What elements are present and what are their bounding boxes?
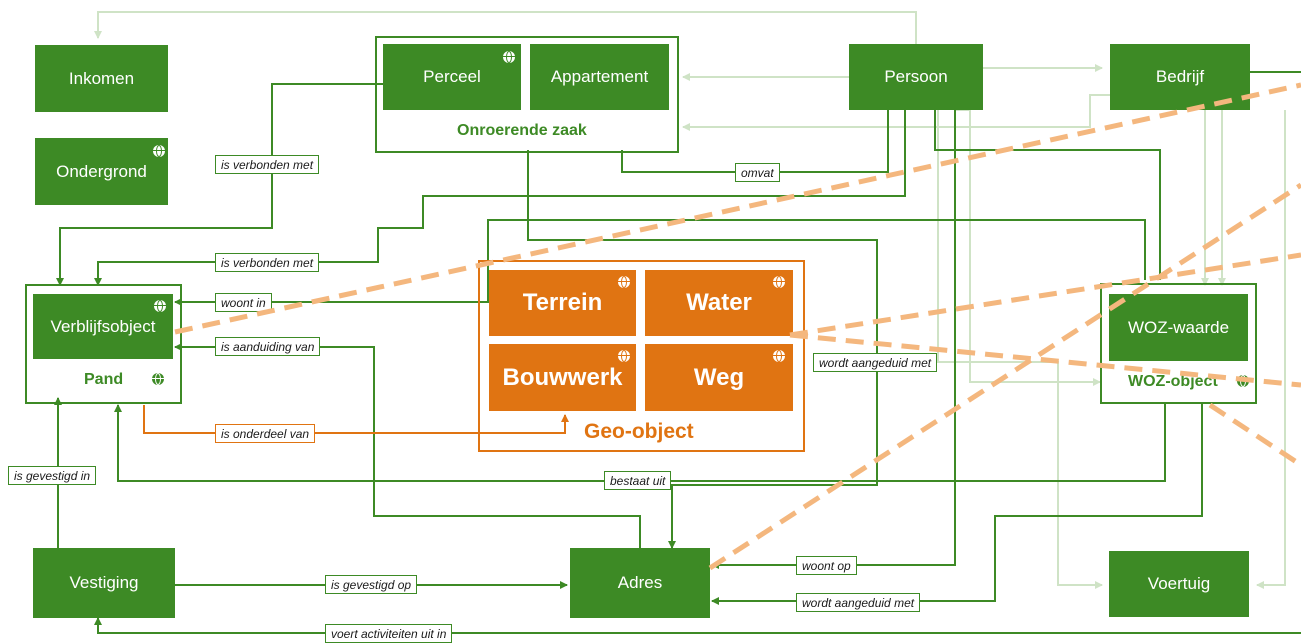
terrein-entity[interactable]: Terrein [489,270,636,336]
pand-title: Pand [84,371,124,388]
wordt-aangeduid-met-2-label: wordt aangeduid met [796,593,921,612]
is-onderdeel-van-label: is onderdeel van [215,424,316,443]
is-verbonden-met-2-label: is verbonden met [215,253,320,272]
voertuig-label: Voertuig [1147,574,1211,593]
line-bedrijf-voertuig [1256,110,1286,589]
weg-entity[interactable]: Weg [645,344,793,411]
perceel-entity[interactable]: Perceel [383,44,521,110]
wordt-aangeduid-met-label: wordt aangeduid met [813,353,938,372]
persoon-label: Persoon [884,67,948,86]
line-voert-activiteiten [94,617,1301,634]
vestiging-label: Vestiging [69,573,139,592]
voertuig-entity[interactable]: Voertuig [1109,551,1249,617]
voert-activiteiten-uit-in-label: voert activiteiten uit in [325,624,453,643]
ondergrond-globe-icon [153,145,165,157]
water-globe-icon [773,276,785,288]
water-entity[interactable]: Water [645,270,793,336]
line-onderdeel-van [143,405,569,434]
woz-object-title: WOZ-object [1128,373,1218,390]
inkomen-label: Inkomen [68,68,135,88]
weg-label: Weg [693,363,745,391]
geo-object-title: Geo-object [584,420,694,443]
is-verbonden-met-label: is verbonden met [215,155,320,174]
bouwwerk-label: Bouwwerk [502,363,623,391]
line-persoon-inkomen [94,11,917,44]
vestiging-entity[interactable]: Vestiging [33,548,175,618]
appartement-entity[interactable]: Appartement [530,44,669,110]
ondergrond-entity[interactable]: Ondergrond [35,138,168,205]
verblijfsobject-entity[interactable]: Verblijfsobject [33,294,173,359]
verblijfsobject-label: Verblijfsobject [50,316,156,336]
persoon-entity[interactable]: Persoon [849,44,983,110]
bedrijf-entity[interactable]: Bedrijf [1110,44,1250,110]
verblijfsobject-globe-icon [154,300,166,312]
water-label: Water [686,289,752,316]
line-persoon-woz [934,110,1161,280]
inkomen-entity[interactable]: Inkomen [35,45,168,112]
appartement-label: Appartement [550,67,649,86]
bedrijf-label: Bedrijf [1155,67,1205,86]
woz-waarde-entity[interactable]: WOZ-waarde [1109,294,1248,361]
woont-op-label: woont op [796,556,857,575]
adres-entity[interactable]: Adres [570,548,710,618]
is-gevestigd-op-label: is gevestigd op [325,575,418,594]
perceel-label: Perceel [423,67,481,86]
omvat-label: omvat [735,163,780,182]
adres-label: Adres [617,573,663,592]
line-persoon-voertuig [937,110,1103,589]
terrein-globe-icon [618,276,630,288]
is-aanduiding-van-label: is aanduiding van [215,337,321,356]
ondergrond-label: Ondergrond [56,161,147,181]
bestaat-uit-label: bestaat uit [604,471,672,490]
onroerende-zaak-title: Onroerende zaak [457,122,587,139]
perceel-globe-icon [503,51,515,63]
bouwwerk-globe-icon [618,350,630,362]
is-gevestigd-in-label: is gevestigd in [8,466,97,485]
bouwwerk-entity[interactable]: Bouwwerk [489,344,636,411]
weg-globe-icon [773,350,785,362]
woont-in-label: woont in [215,293,272,312]
terrein-label: Terrein [522,289,603,316]
woz-waarde-label: WOZ-waarde [1127,317,1230,337]
pand-globe-icon [152,373,164,385]
woz-object-globe-icon [1237,375,1249,387]
